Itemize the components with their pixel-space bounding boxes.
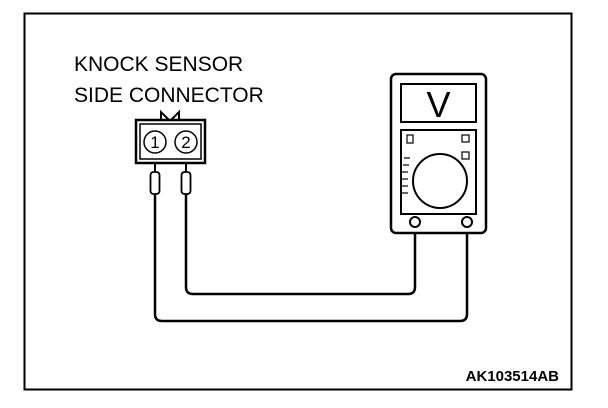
meter-jack-right (461, 216, 473, 228)
meter-button-left (406, 134, 414, 144)
meter-display-symbol: V (426, 84, 450, 125)
figure-code: AK103514AB (466, 368, 560, 385)
probe-pin-1 (149, 163, 161, 195)
meter-button-right-top (461, 134, 470, 143)
connector-inner-frame (139, 123, 202, 160)
connector-pin-2-circle (174, 130, 198, 154)
figure-frame (23, 12, 573, 391)
connector-pin-1-label: 1 (150, 133, 159, 152)
meter-button-right-bottom (461, 151, 470, 160)
probe-pin-2 (180, 163, 192, 195)
connector-pin-2-label: 2 (181, 133, 190, 152)
connector: 1 2 (134, 109, 207, 165)
test-lead-pin-2 (184, 194, 417, 296)
voltmeter: V (389, 72, 488, 235)
connector-label-line1: KNOCK SENSOR (74, 53, 243, 76)
test-lead-pin-1 (153, 194, 469, 323)
meter-range-dial (412, 153, 468, 209)
meter-jack-left (409, 216, 421, 228)
meter-dial-ticks (402, 157, 410, 194)
meter-display (400, 83, 477, 123)
connector-pin-1-circle (143, 130, 167, 154)
connector-label-line2: SIDE CONNECTOR (74, 84, 264, 107)
